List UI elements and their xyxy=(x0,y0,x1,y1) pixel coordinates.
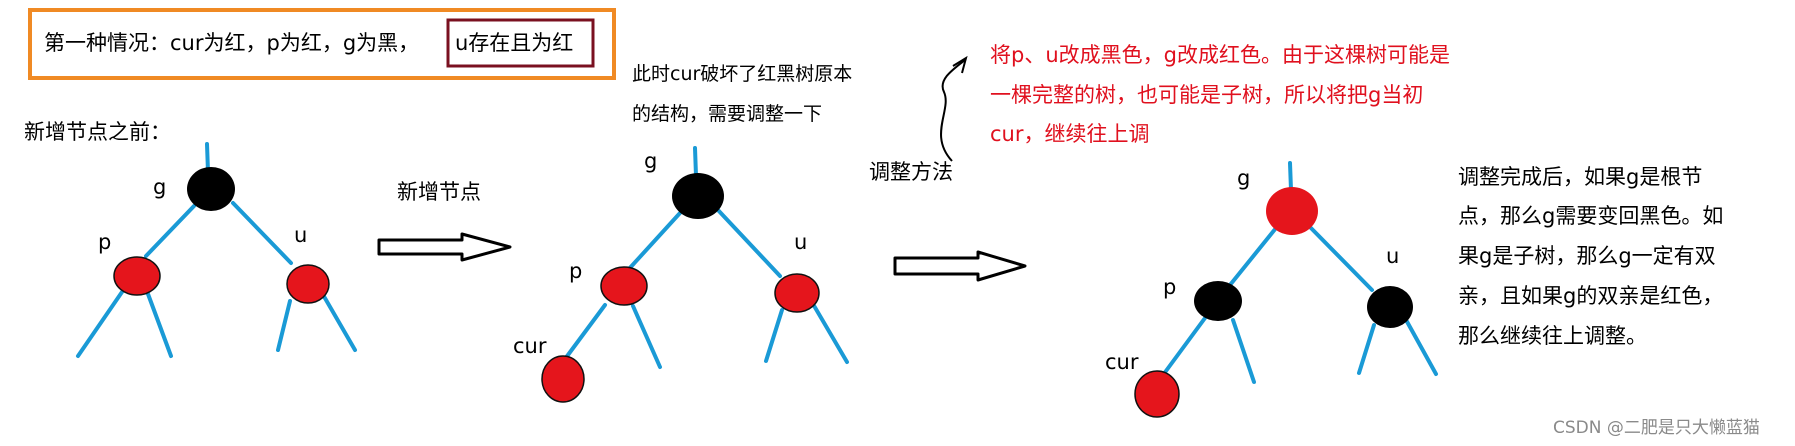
node-label-u: u xyxy=(1386,244,1399,268)
node-u xyxy=(1367,286,1413,328)
before-label: 新增节点之前： xyxy=(24,120,171,144)
tree-edge xyxy=(1305,222,1374,292)
insert-label: 新增节点 xyxy=(397,180,481,204)
tree-edge xyxy=(1288,161,1293,192)
tree-edge xyxy=(1357,323,1376,375)
tree-edge xyxy=(1161,316,1207,377)
node-cur xyxy=(541,355,585,403)
curved-arrow-icon xyxy=(940,59,966,162)
result-note-line: 那么继续往上调整。 xyxy=(1458,324,1647,348)
node-g xyxy=(1266,187,1318,235)
case-caption-frame xyxy=(28,8,616,80)
tree-edge xyxy=(811,302,849,364)
result-note-line: 果g是子树，那么g一定有双 xyxy=(1458,244,1716,268)
tree-edge xyxy=(76,290,124,358)
node-g xyxy=(187,167,235,211)
tree-edge xyxy=(320,291,357,352)
arrow-right-icon xyxy=(893,250,1027,282)
node-label-u: u xyxy=(294,223,307,247)
uncle-note: u存在且为红 xyxy=(455,31,573,55)
arrowhead-icon xyxy=(952,55,968,74)
tree-edge xyxy=(144,204,196,258)
tree-adjusted: g p u cur xyxy=(1105,161,1438,418)
tree-edge xyxy=(1403,316,1438,376)
method-note-line: 将p、u改成黑色，g改成红色。由于这棵树可能是 xyxy=(990,43,1450,67)
method-note-line: cur，继续往上调 xyxy=(990,122,1150,146)
node-label-p: p xyxy=(1163,275,1176,299)
watermark: CSDN @二肥是只大懒蓝猫 xyxy=(1553,418,1760,438)
node-label-g: g xyxy=(644,149,657,173)
method-note-line: 一棵完整的树，也可能是子树，所以将把g当初 xyxy=(990,83,1423,107)
result-note-line: 点，那么g需要变回黑色。如 xyxy=(1458,204,1723,228)
middle-note-line: 的结构，需要调整一下 xyxy=(632,103,822,125)
node-p xyxy=(113,256,161,296)
tree-edge xyxy=(715,207,782,278)
tree-edge xyxy=(764,308,784,363)
tree-edge xyxy=(1228,226,1278,287)
tree-edge xyxy=(693,146,698,178)
node-p xyxy=(1194,281,1242,321)
tree-inserted: g p u cur xyxy=(513,146,849,403)
node-u xyxy=(286,264,330,304)
uncle-highlight-box xyxy=(446,18,595,68)
tree-edge xyxy=(560,303,607,365)
tree-edge xyxy=(626,211,682,272)
result-note-line: 调整完成后，如果g是根节 xyxy=(1458,165,1702,189)
node-label-p: p xyxy=(569,259,582,283)
node-label-g: g xyxy=(153,175,166,199)
node-label-cur: cur xyxy=(1105,350,1139,374)
tree-edge xyxy=(631,304,662,369)
middle-note-line: 此时cur破坏了红黑树原本 xyxy=(632,63,852,85)
node-label-p: p xyxy=(98,230,111,254)
node-g xyxy=(672,173,724,219)
node-p xyxy=(600,266,648,306)
tree-edge xyxy=(1231,318,1256,384)
result-note-line: 亲，且如果g的双亲是红色， xyxy=(1458,284,1723,308)
node-label-g: g xyxy=(1237,166,1250,190)
case-caption: 第一种情况：cur为红，p为红，g为黑， xyxy=(44,31,419,55)
tree-edge xyxy=(276,299,292,352)
node-u xyxy=(774,273,820,313)
tree-before: g p u xyxy=(76,142,357,358)
node-cur xyxy=(1134,370,1180,418)
node-label-cur: cur xyxy=(513,334,547,358)
tree-edge xyxy=(231,201,293,265)
tree-edge xyxy=(146,292,173,358)
node-label-u: u xyxy=(794,230,807,254)
method-label: 调整方法 xyxy=(869,160,953,184)
arrow-right-icon xyxy=(377,232,512,262)
